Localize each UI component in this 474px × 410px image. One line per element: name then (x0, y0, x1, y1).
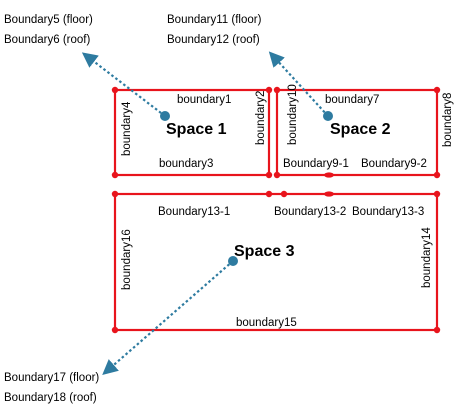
space3-label: Space 3 (234, 243, 295, 260)
boundary13-3-label: Boundary13-3 (352, 206, 424, 218)
boundary-nodes (111, 86, 441, 334)
boundary7-label: boundary7 (325, 94, 379, 106)
boundary9-1-label: Boundary9-1 (283, 158, 349, 170)
boundary15-label: boundary15 (236, 317, 297, 329)
space3-outline (113, 192, 439, 332)
boundary8-label: boundary8 (442, 93, 454, 147)
boundary10-label: boundary10 (287, 84, 299, 145)
boundary16-label: boundary16 (121, 229, 133, 290)
space2-label: Space 2 (330, 121, 391, 138)
boundary2-label: boundary2 (255, 91, 267, 145)
boundary3-label: boundary3 (159, 158, 213, 170)
space1-label: Space 1 (166, 121, 227, 138)
arrow-floor-roof-space2 (268, 51, 329, 117)
space1-outline (113, 88, 271, 177)
arrow-floor-roof-space1 (81, 52, 166, 117)
boundary11-label: Boundary11 (floor) (167, 14, 262, 26)
space1-centroid-dot (160, 111, 170, 121)
boundary17-label: Boundary17 (floor) (4, 372, 99, 384)
boundary13-1-label: Boundary13-1 (158, 206, 230, 218)
boundary14-label: boundary14 (421, 227, 433, 288)
boundary9-2-label: Boundary9-2 (361, 158, 427, 170)
boundary12-label: Boundary12 (roof) (167, 34, 260, 46)
boundary18-label: Boundary18 (roof) (4, 392, 97, 404)
boundary4-label: boundary4 (121, 101, 133, 156)
boundary1-label: boundary1 (177, 94, 231, 106)
space2-centroid-dot (323, 111, 333, 121)
space2-outline (275, 88, 439, 177)
boundary13-2-label: Boundary13-2 (274, 206, 346, 218)
boundary5-label: Boundary5 (floor) (4, 14, 93, 26)
space3-centroid-dot (228, 256, 238, 266)
boundary6-label: Boundary6 (roof) (4, 34, 90, 46)
